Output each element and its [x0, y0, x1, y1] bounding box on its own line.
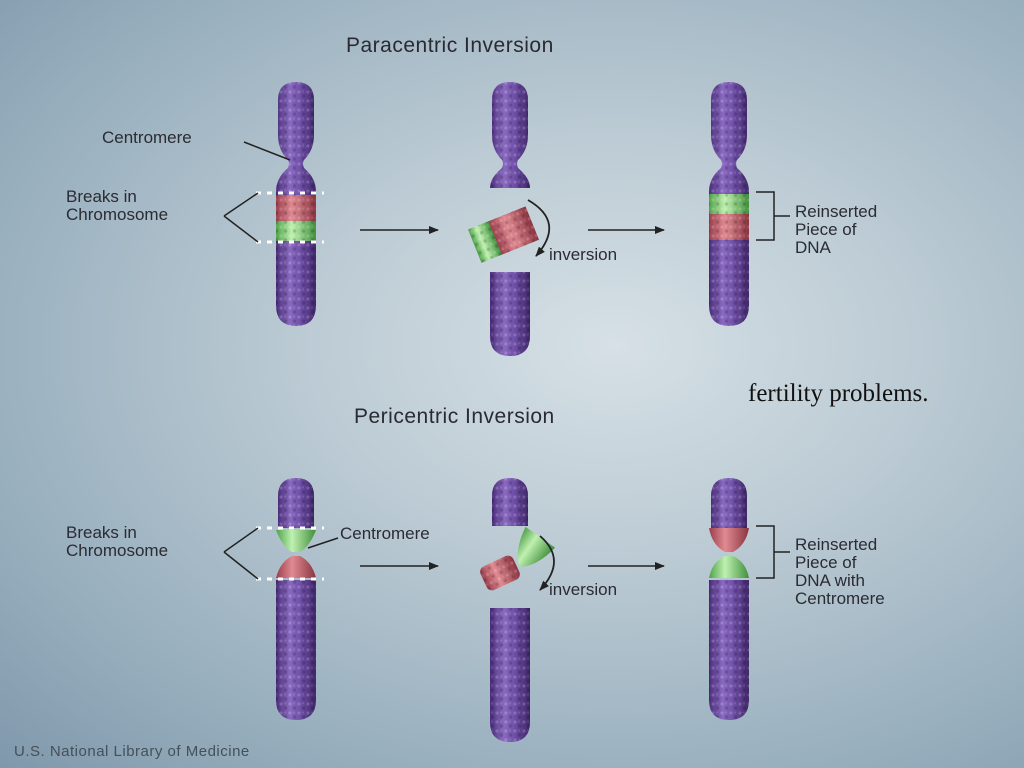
bottom-inverting-red-piece	[480, 555, 520, 591]
bottom-reinserted-bracket	[756, 525, 790, 579]
top-chromosome-original	[256, 82, 324, 326]
bottom-centromere-label: Centromere	[340, 524, 430, 543]
top-reinserted-bracket	[756, 191, 790, 241]
top-inversion-arrow	[527, 199, 551, 257]
top-panel-title: Paracentric Inversion	[346, 34, 554, 57]
top-centromere-label: Centromere	[102, 128, 192, 147]
bottom-chromosome-original	[256, 478, 324, 720]
top-chromosome-result	[709, 82, 749, 326]
bottom-chromosome-result	[709, 478, 749, 720]
top-inversion-label: inversion	[549, 245, 618, 264]
bottom-reinserted-label: Reinserted Piece of DNA with Centromere	[795, 535, 885, 608]
credit-text: U.S. National Library of Medicine	[14, 743, 250, 760]
bottom-result-green-segment	[709, 556, 749, 578]
bottom-green-segment	[276, 530, 316, 552]
bottom-result-red-segment	[709, 528, 749, 552]
bottom-chromosome-broken	[480, 478, 556, 742]
top-inverting-piece	[468, 206, 539, 263]
bottom-inversion-label: inversion	[549, 580, 618, 599]
bottom-panel-title: Pericentric Inversion	[354, 405, 555, 428]
top-breaks-bracket	[223, 192, 259, 243]
top-breaks-label: Breaks in Chromosome	[66, 187, 169, 224]
bottom-centromere-pointer	[307, 537, 339, 549]
bottom-inverting-green-piece	[517, 526, 556, 567]
top-chromosome-broken	[468, 82, 539, 356]
bottom-red-segment	[276, 556, 316, 578]
bottom-breaks-label: Breaks in Chromosome	[66, 523, 169, 560]
top-reinserted-label: Reinserted Piece of DNA	[795, 202, 878, 257]
top-centromere-pointer	[243, 141, 291, 161]
bottom-breaks-bracket	[223, 527, 259, 580]
bottom-inversion-arrow	[539, 535, 555, 591]
caption-text: fertility problems.	[748, 380, 929, 407]
